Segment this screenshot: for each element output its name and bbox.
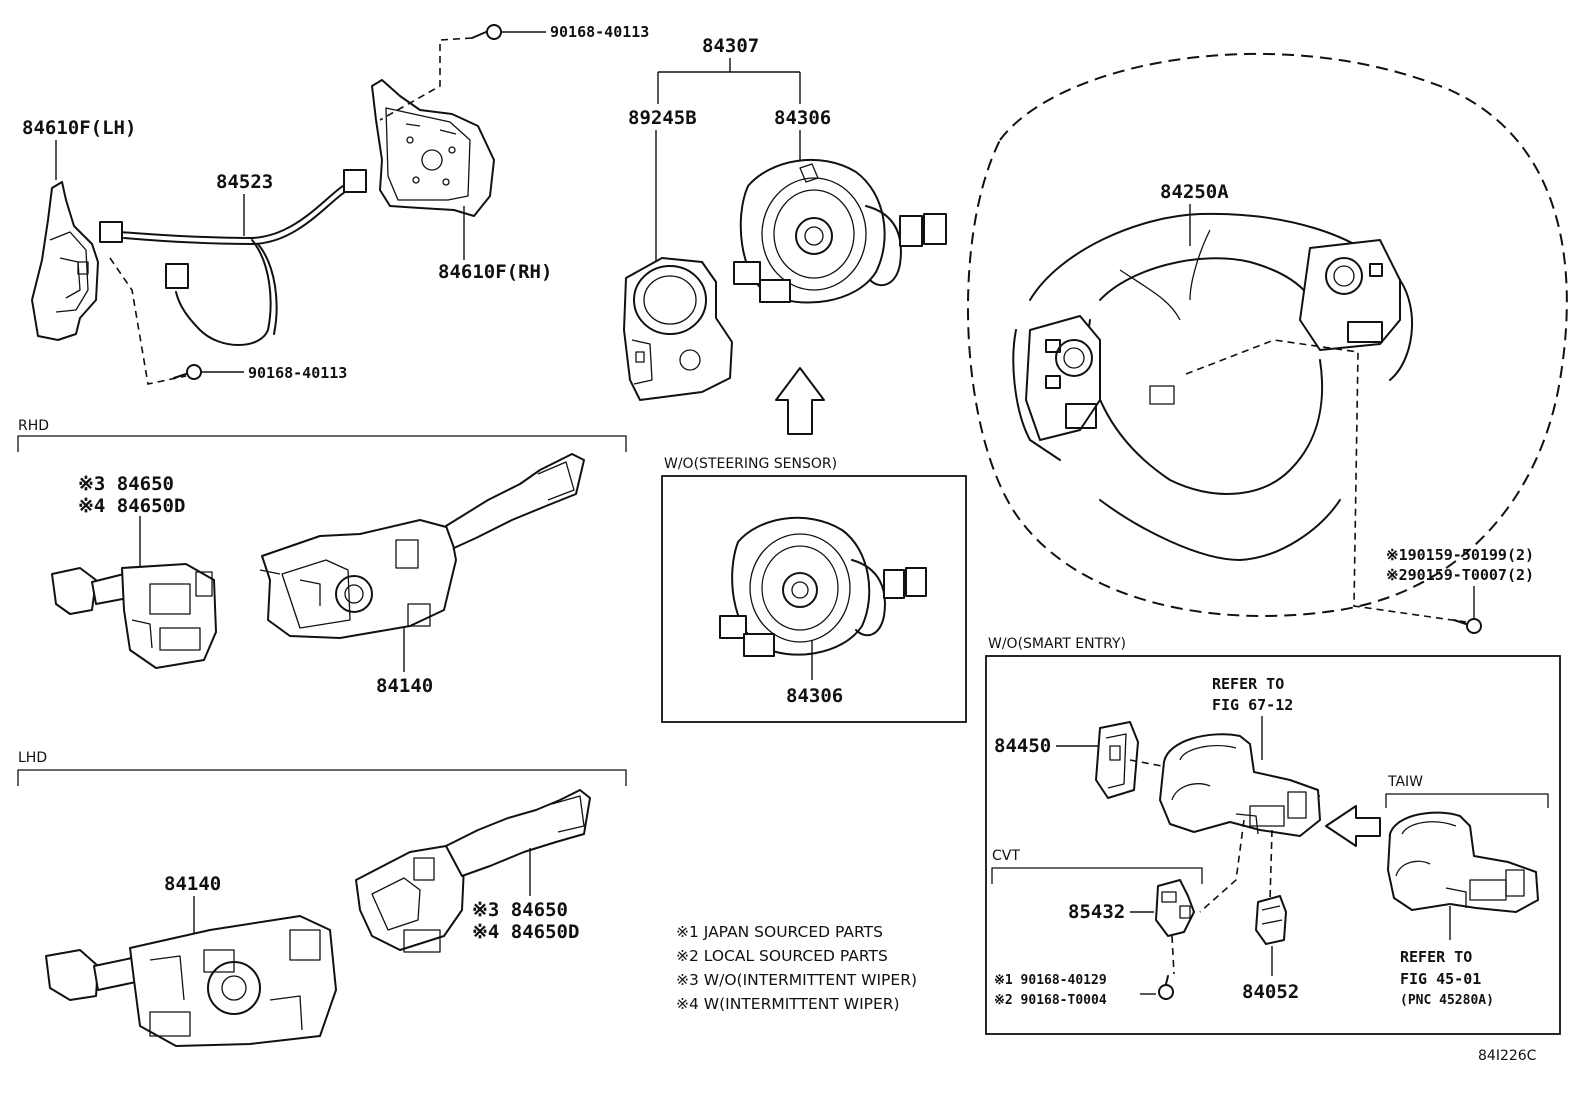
label-refer-67-line2: FIG 67-12 xyxy=(1212,696,1293,714)
label-refer-45-line1: REFER TO xyxy=(1400,948,1472,966)
screw-wheel[interactable] xyxy=(1453,586,1482,634)
label-bolt-cvt-local: ※2 90168-T0004 xyxy=(994,993,1107,1008)
label-84523: 84523 xyxy=(216,171,273,193)
key-cylinder-84052[interactable] xyxy=(1255,895,1287,945)
label-screw-jp: ※190159-50199(2) xyxy=(1386,546,1534,564)
label-wo-smart-entry: W/O(SMART ENTRY) xyxy=(988,636,1126,652)
bolt-bottom[interactable] xyxy=(109,257,244,385)
label-rhd-84650d: ※4 84650D xyxy=(78,495,185,517)
label-refer-45-line3: (PNC 45280A) xyxy=(1400,993,1494,1008)
bracket-cvt xyxy=(991,867,1203,884)
label-refer-45-line2: FIG 45-01 xyxy=(1400,970,1481,988)
note-1: ※1 JAPAN SOURCED PARTS xyxy=(676,923,883,941)
bracket-lhd xyxy=(17,769,627,786)
bracket-taiw xyxy=(1385,793,1549,808)
label-screw-local: ※290159-T0007(2) xyxy=(1386,566,1534,584)
spiral-cable-84306-top[interactable] xyxy=(733,159,947,304)
switch-84450[interactable] xyxy=(1095,721,1139,799)
combination-switch-lhd[interactable] xyxy=(45,915,337,1047)
label-84052: 84052 xyxy=(1242,981,1299,1003)
diagram-id: 84I226C xyxy=(1478,1048,1537,1064)
switch-pad-rh[interactable] xyxy=(371,79,495,217)
arrow-left xyxy=(1325,805,1381,847)
wire-harness-84523[interactable] xyxy=(99,169,367,346)
switch-85432[interactable] xyxy=(1155,879,1195,975)
label-taiw: TAIW xyxy=(1387,774,1423,790)
label-cvt: CVT xyxy=(992,848,1020,864)
label-lhd-84140: 84140 xyxy=(164,873,221,895)
steering-sensor-89245b[interactable] xyxy=(623,257,733,401)
label-85432: 85432 xyxy=(1068,901,1125,923)
note-4: ※4 W(INTERMITTENT WIPER) xyxy=(676,995,900,1013)
label-wo-steering-sensor: W/O(STEERING SENSOR) xyxy=(664,456,837,472)
note-2: ※2 LOCAL SOURCED PARTS xyxy=(676,947,888,965)
wheel-dashed-outline xyxy=(966,52,1568,617)
label-84306-box: 84306 xyxy=(786,685,843,707)
wiper-switch-rhd[interactable] xyxy=(51,563,217,669)
label-84307: 84307 xyxy=(702,35,759,57)
label-lhd-84650: ※3 84650 xyxy=(472,899,568,921)
label-bolt-top: 90168-40113 xyxy=(550,23,649,41)
label-rhd-84140: 84140 xyxy=(376,675,433,697)
label-84306-top: 84306 xyxy=(774,107,831,129)
box-wo-steering-sensor xyxy=(661,475,967,723)
label-84610f-lh: 84610F(LH) xyxy=(22,117,136,139)
bolt-85432[interactable] xyxy=(1140,975,1174,1000)
dash-85432 xyxy=(1199,819,1245,913)
dash-84052 xyxy=(1269,829,1273,901)
ignition-housing-taiw[interactable] xyxy=(1387,811,1539,913)
bolt-top[interactable] xyxy=(379,24,546,121)
arrow-up xyxy=(775,367,825,435)
label-lhd-84650d: ※4 84650D xyxy=(472,921,579,943)
label-84250a: 84250A xyxy=(1160,181,1229,203)
switch-pad-lh[interactable] xyxy=(31,181,99,341)
label-lhd: LHD xyxy=(18,750,47,766)
wiper-switch-lhd[interactable] xyxy=(355,789,591,953)
steering-wheel-84250a[interactable] xyxy=(1012,212,1467,623)
ignition-housing[interactable] xyxy=(1129,733,1321,837)
spiral-cable-84306-box[interactable] xyxy=(719,516,927,657)
turn-signal-switch-rhd[interactable] xyxy=(259,453,585,639)
bracket-rhd xyxy=(17,435,627,452)
label-rhd: RHD xyxy=(18,418,49,434)
label-89245b: 89245B xyxy=(628,107,697,129)
label-rhd-84650: ※3 84650 xyxy=(78,473,174,495)
label-84610f-rh: 84610F(RH) xyxy=(438,261,552,283)
note-3: ※3 W/O(INTERMITTENT WIPER) xyxy=(676,971,917,989)
label-bolt-cvt-jp: ※1 90168-40129 xyxy=(994,973,1107,988)
label-bolt-bottom: 90168-40113 xyxy=(248,364,347,382)
label-refer-67-line1: REFER TO xyxy=(1212,675,1284,693)
box-wo-smart-entry xyxy=(985,655,1561,1035)
bracket-84307 xyxy=(657,58,801,104)
label-84450: 84450 xyxy=(994,735,1051,757)
leaders-84307-group xyxy=(655,130,801,262)
